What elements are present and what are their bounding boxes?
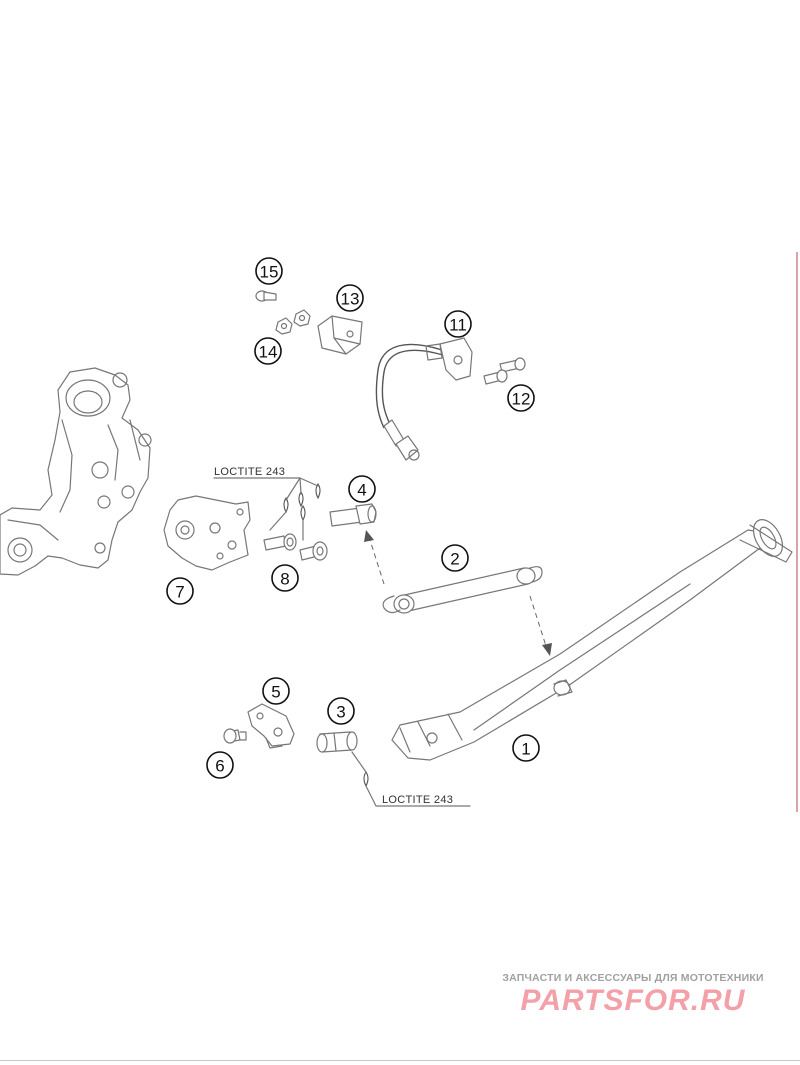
svg-text:4: 4 [357, 481, 366, 500]
svg-text:5: 5 [271, 683, 280, 702]
plate-part-7 [163, 495, 251, 571]
svg-text:6: 6 [215, 757, 224, 776]
screw-part-15 [255, 290, 277, 302]
callout-7: 7 [166, 577, 194, 605]
frame-mount-drawing [0, 367, 152, 576]
callout-13: 13 [336, 284, 364, 312]
svg-text:2: 2 [450, 550, 459, 569]
right-edge-line [796, 252, 798, 812]
callout-3: 3 [327, 697, 355, 725]
sensor-part-13 [317, 315, 363, 355]
loctite-label-lower: LOCTITE 243 [382, 794, 453, 806]
svg-text:3: 3 [336, 703, 345, 722]
callout-2: 2 [441, 544, 469, 572]
watermark: ЗАПЧАСТИ И АКСЕССУАРЫ ДЛЯ МОТОТЕХНИКИ PA… [488, 972, 778, 1018]
nuts-part-14 [275, 309, 311, 335]
svg-text:14: 14 [259, 343, 278, 362]
spring-part-2 [382, 566, 543, 614]
svg-text:15: 15 [260, 263, 279, 282]
bolt-part-4 [329, 503, 377, 527]
bolts-part-8 [263, 533, 328, 561]
callout-8: 8 [271, 564, 299, 592]
callout-14: 14 [254, 337, 282, 365]
bracket-part-5 [247, 703, 295, 749]
callout-5: 5 [262, 677, 290, 705]
side-stand-part-1 [391, 519, 793, 761]
svg-text:7: 7 [175, 583, 184, 602]
callout-15: 15 [255, 257, 283, 285]
loctite-label-upper: LOCTITE 243 [214, 466, 285, 478]
pin-part-3 [316, 731, 471, 807]
svg-text:1: 1 [521, 740, 530, 759]
loctite-drops-upper [213, 477, 321, 541]
callout-4: 4 [348, 475, 376, 503]
bottom-edge-line [0, 1060, 800, 1061]
watermark-logo: PARTSFOR.RU [520, 984, 746, 1017]
svg-text:11: 11 [449, 316, 467, 335]
cable-switch-part-11 [375, 337, 473, 461]
screw-part-6 [223, 728, 247, 744]
svg-text:13: 13 [341, 290, 360, 309]
callout-1: 1 [512, 734, 540, 762]
screws-part-12 [483, 357, 526, 385]
assembly-arrows [364, 530, 552, 656]
watermark-tagline: ЗАПЧАСТИ И АКСЕССУАРЫ ДЛЯ МОТОТЕХНИКИ [502, 972, 764, 984]
callout-6: 6 [206, 751, 234, 779]
callout-11: 11 [444, 310, 472, 338]
callout-12: 12 [507, 384, 535, 412]
svg-text:8: 8 [280, 570, 289, 589]
svg-text:12: 12 [512, 390, 531, 409]
